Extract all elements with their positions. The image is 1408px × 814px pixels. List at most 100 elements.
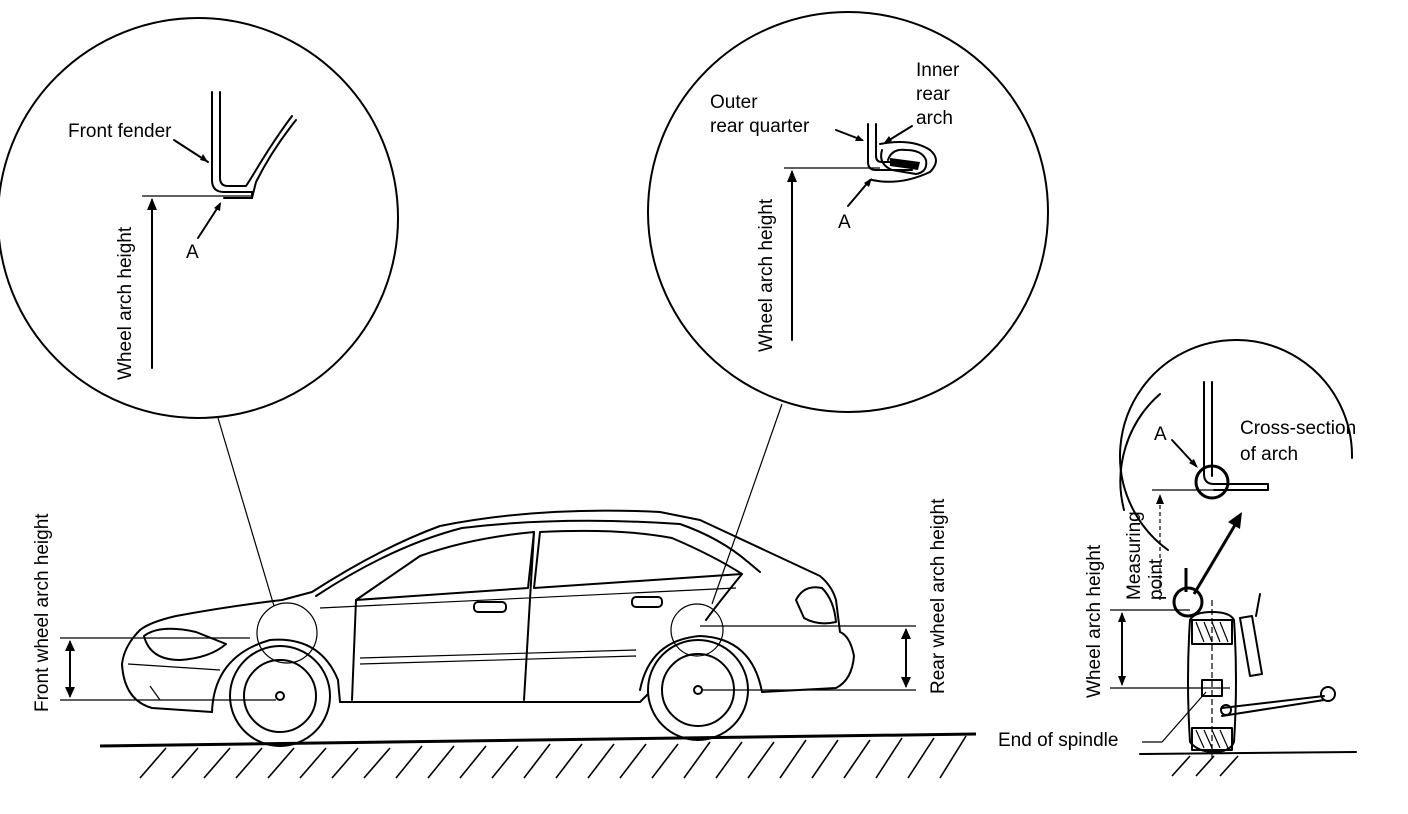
- sill-line: [339, 693, 649, 703]
- front-wheel-arch-height-label: Front wheel arch height: [32, 513, 53, 712]
- rear-dimension-arrow-top: [901, 628, 911, 639]
- front-detail-height-label: Wheel arch height: [115, 226, 136, 380]
- front-detail-height-arrowhead: [147, 198, 157, 210]
- front-a-leader: [197, 203, 221, 239]
- front-door-handle: [473, 601, 507, 613]
- rear-zoom-connector: [711, 403, 783, 605]
- belt-line: [319, 587, 737, 609]
- car-side-view: Front wheel arch height Rear wheel arch …: [32, 403, 977, 779]
- front-bumper-crease: [127, 663, 221, 671]
- spindle-section-view: A Cross-section of arch Measuring point …: [998, 339, 1357, 777]
- front-a-label: A: [186, 242, 199, 263]
- end-of-spindle-label: End of spindle: [998, 730, 1118, 751]
- ground-hatching: [139, 735, 967, 779]
- front-door-window: [355, 531, 535, 601]
- cross-section-detail-circle: [1119, 339, 1354, 551]
- side-ground-line: [1139, 751, 1357, 755]
- rear-wheel-arch-height-label: Rear wheel arch height: [928, 498, 949, 694]
- front-a-arrowhead: [214, 202, 221, 211]
- cross-a-label: A: [1154, 424, 1167, 445]
- ground-line: [99, 732, 977, 748]
- tire-bottom-hatching: [1195, 729, 1229, 749]
- front-fender-inner-skin: [219, 91, 293, 187]
- body-side-molding-lower: [359, 655, 637, 665]
- rear-detail-view: Outer rear quarter Inner rear arch A Whe…: [647, 11, 1049, 413]
- wheel-measuring-circle: [1172, 586, 1204, 618]
- lower-arm-lower-edge: [1221, 699, 1325, 717]
- rear-a-arrowhead: [864, 178, 872, 187]
- front-dimension-arrow-bottom: [65, 687, 75, 698]
- side-wheel-arch-height-label: Wheel arch height: [1084, 544, 1105, 698]
- zoom-arrow: [1192, 519, 1240, 595]
- measuring-point-label-line1: Measuring: [1124, 511, 1145, 600]
- rear-detail-circle: [647, 11, 1049, 413]
- front-zoom-marker: [256, 602, 318, 664]
- tire-top-section: [1191, 619, 1233, 645]
- zoom-arrowhead: [1228, 512, 1242, 529]
- shock-absorber-rod: [1255, 593, 1261, 617]
- front-bumper-outline: [121, 629, 213, 713]
- side-dimension-arrow-top: [1118, 612, 1126, 622]
- rear-detail-height-label: Wheel arch height: [756, 198, 777, 352]
- front-tire: [229, 645, 331, 747]
- front-detail-circle: [0, 17, 399, 419]
- measuring-point-label-line2: point: [1146, 558, 1167, 600]
- front-detail-view: Front fender A Wheel arch height: [0, 17, 399, 419]
- front-wheel-arch: [211, 638, 341, 713]
- car-body-upper-outline: [139, 509, 855, 693]
- inner-rear-arch-label-line2: rear: [916, 84, 950, 105]
- cross-a-arrowhead: [1189, 459, 1198, 468]
- front-rim: [243, 659, 317, 733]
- inner-rear-arch-label-line1: Inner: [916, 60, 960, 81]
- tail-light: [795, 586, 837, 625]
- door-split-line: [523, 531, 535, 701]
- tire-top-hatching: [1195, 621, 1229, 643]
- measuring-point-arrowhead: [1156, 494, 1164, 504]
- lower-arm-pivot: [1320, 686, 1336, 702]
- tire-bottom-section: [1191, 727, 1233, 751]
- rear-zoom-marker: [670, 603, 724, 657]
- front-fender-arrowhead: [200, 154, 208, 162]
- cross-section-arch-skin: [1203, 381, 1269, 491]
- front-fender-outer-skin: [211, 91, 253, 193]
- rear-door-handle: [631, 596, 663, 608]
- rear-arch-hem-fill: [890, 158, 920, 170]
- rear-dimension-arrow-bottom: [901, 677, 911, 688]
- shock-absorber-body: [1239, 615, 1263, 677]
- front-fender-flange: [223, 119, 297, 199]
- cross-section-measuring-circle: [1194, 464, 1230, 500]
- body-side-molding: [359, 649, 637, 659]
- cross-section-label-line1: Cross-section: [1240, 418, 1356, 439]
- headlight: [143, 627, 227, 661]
- front-hub-center: [275, 691, 285, 701]
- outer-rear-quarter-label-line1: Outer: [710, 92, 758, 113]
- front-fender-label: Front fender: [68, 121, 172, 142]
- inner-rear-arch-arrowhead: [884, 136, 892, 143]
- end-of-spindle-leader: [1142, 691, 1207, 743]
- lower-arm-joint: [1220, 704, 1232, 716]
- front-door-leading-edge: [351, 599, 357, 701]
- side-dimension-arrow-bottom: [1118, 676, 1126, 686]
- outer-rear-quarter-arrowhead: [855, 135, 864, 141]
- rear-a-label: A: [838, 212, 851, 233]
- front-fender-edge: [227, 191, 253, 199]
- inner-rear-arch-label-line3: arch: [916, 108, 953, 129]
- front-wheel: [229, 645, 331, 747]
- rear-arch-hem: [880, 148, 928, 175]
- rear-arch-outer-edge: [871, 141, 937, 183]
- rear-wheel-arch: [639, 635, 763, 693]
- end-view-wheel: [1187, 611, 1237, 753]
- lower-arm-upper-edge: [1221, 695, 1325, 709]
- ground: [99, 732, 977, 779]
- outer-rear-quarter-label-line2: rear quarter: [710, 116, 810, 137]
- front-zoom-connector: [217, 417, 275, 607]
- cross-section-detail-circle-left: [1119, 393, 1161, 511]
- front-dimension-arrow-top: [65, 640, 75, 651]
- roofline: [315, 519, 761, 597]
- rear-door-window: [533, 529, 743, 589]
- cross-section-label-line2: of arch: [1240, 444, 1298, 465]
- side-ground-hatching: [1171, 755, 1239, 777]
- rear-detail-height-arrowhead: [787, 170, 797, 182]
